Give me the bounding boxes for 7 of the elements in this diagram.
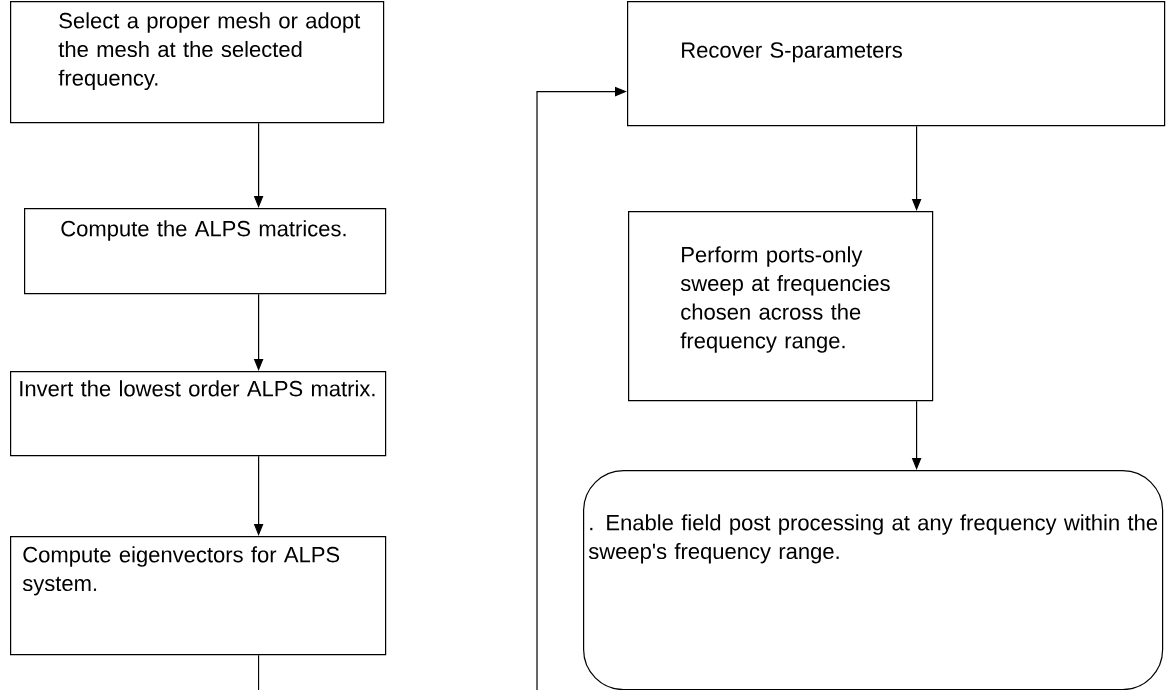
rounded-box: . Enable field post processing at any frequency within the sweep's frequency range. [583, 470, 1164, 690]
process-box: Select a proper mesh or adopt the mesh at the selected frequency. [10, 1, 385, 124]
process-box: Recover S-parameters [627, 1, 1166, 127]
process-box: Perform ports-only sweep at frequencies chosen across the frequency range. [628, 211, 934, 402]
process-box: Compute eigenvectors for ALPS system. [10, 536, 387, 656]
process-box: Invert the lowest order ALPS matrix. [10, 371, 387, 457]
process-box: Compute the ALPS matrices. [24, 208, 387, 295]
